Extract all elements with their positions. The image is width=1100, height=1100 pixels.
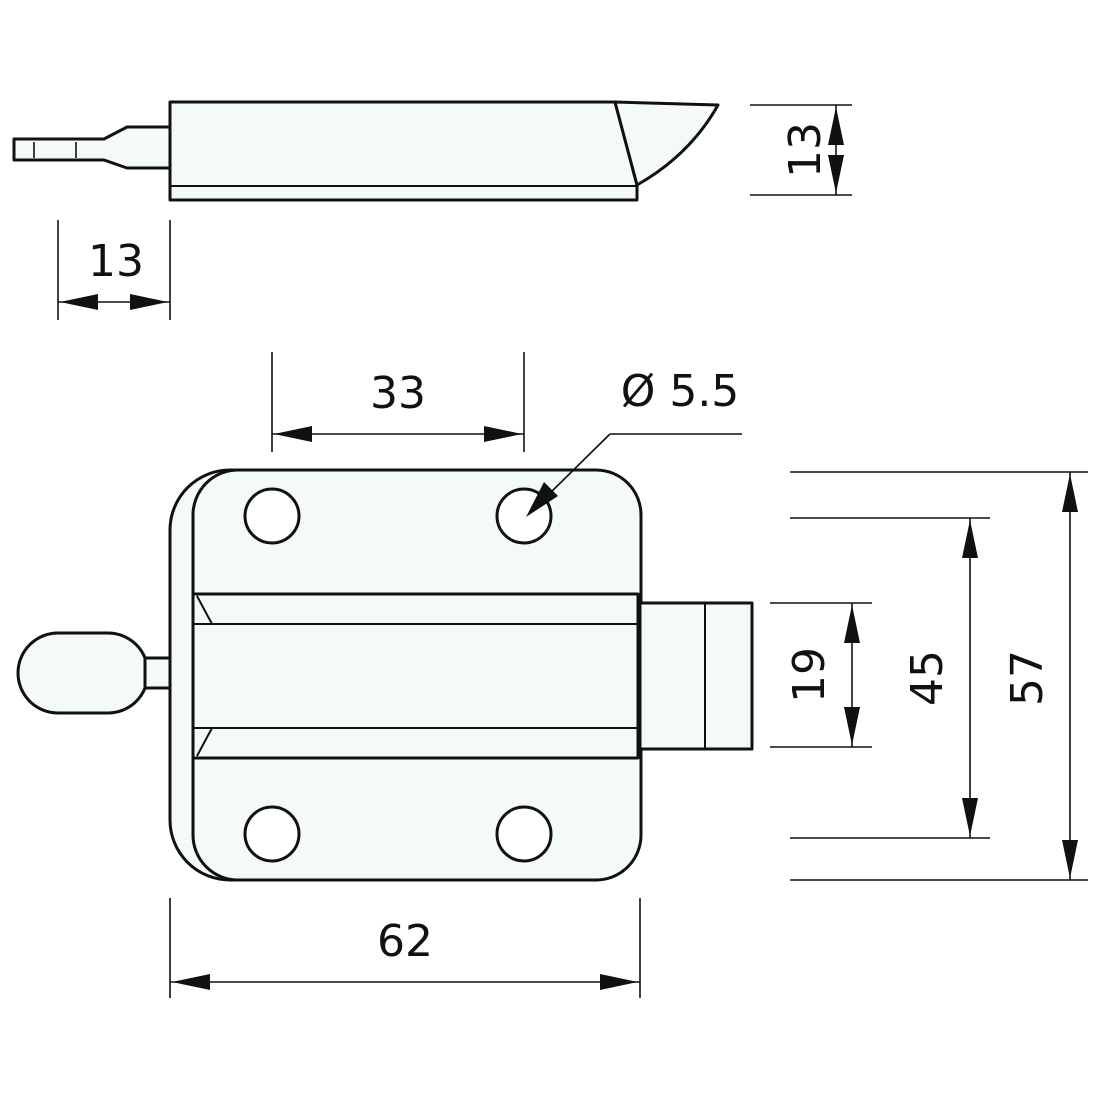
arrowhead [844,605,860,643]
mounting-hole [243,805,301,863]
rail-bevel [196,595,213,625]
bolt-tip [638,601,754,751]
side-body [168,100,639,202]
dimension-label-hole-vertical-spacing: 45 [902,650,953,706]
arrowhead [600,974,638,990]
arrowhead [274,426,312,442]
bolt-width-dimension: 13 [57,220,171,320]
hole-vertical-spacing-dimension: 45 [790,517,990,839]
mounting-hole [495,805,553,863]
arrowhead [962,798,978,836]
arrowhead [172,974,210,990]
front-view [16,468,754,882]
arrowhead [828,107,844,145]
dimension-label-plate-height: 57 [1002,650,1053,706]
arrowhead [484,426,522,442]
side-view [12,100,720,202]
side-bolt-pin [12,125,172,170]
dimension-label-plate-width: 62 [377,916,433,967]
dimension-label-bolt-width: 13 [88,236,144,287]
arrowhead [962,520,978,558]
rail-bevel [196,727,213,757]
arrowhead [526,482,558,517]
arrowhead [1062,474,1078,512]
mounting-hole [243,487,301,545]
plate-width-dimension: 62 [169,898,641,998]
arrowhead [828,155,844,193]
hole-diameter-leader: Ø 5.5 [526,366,742,517]
arrowhead [60,294,98,310]
arrowhead [1062,840,1078,878]
leader-line [544,433,611,499]
plate-height-dimension: 57 [790,471,1088,881]
bolt-rail [191,592,640,760]
arrowhead [130,294,168,310]
side-latch-tip [613,100,720,187]
dimension-label-hole-spacing: 33 [370,368,426,419]
hole-spacing-dimension: 33 [271,352,525,452]
arrowhead [844,707,860,745]
dimension-label-bolt-height: 19 [784,647,835,703]
side-height-dimension: 13 [750,104,852,196]
bolt-knob [16,631,150,715]
dimension-label-side-height: 13 [780,122,831,178]
bolt-height-dimension: 19 [770,602,872,748]
dimension-label-hole-diameter: Ø 5.5 [621,366,740,417]
